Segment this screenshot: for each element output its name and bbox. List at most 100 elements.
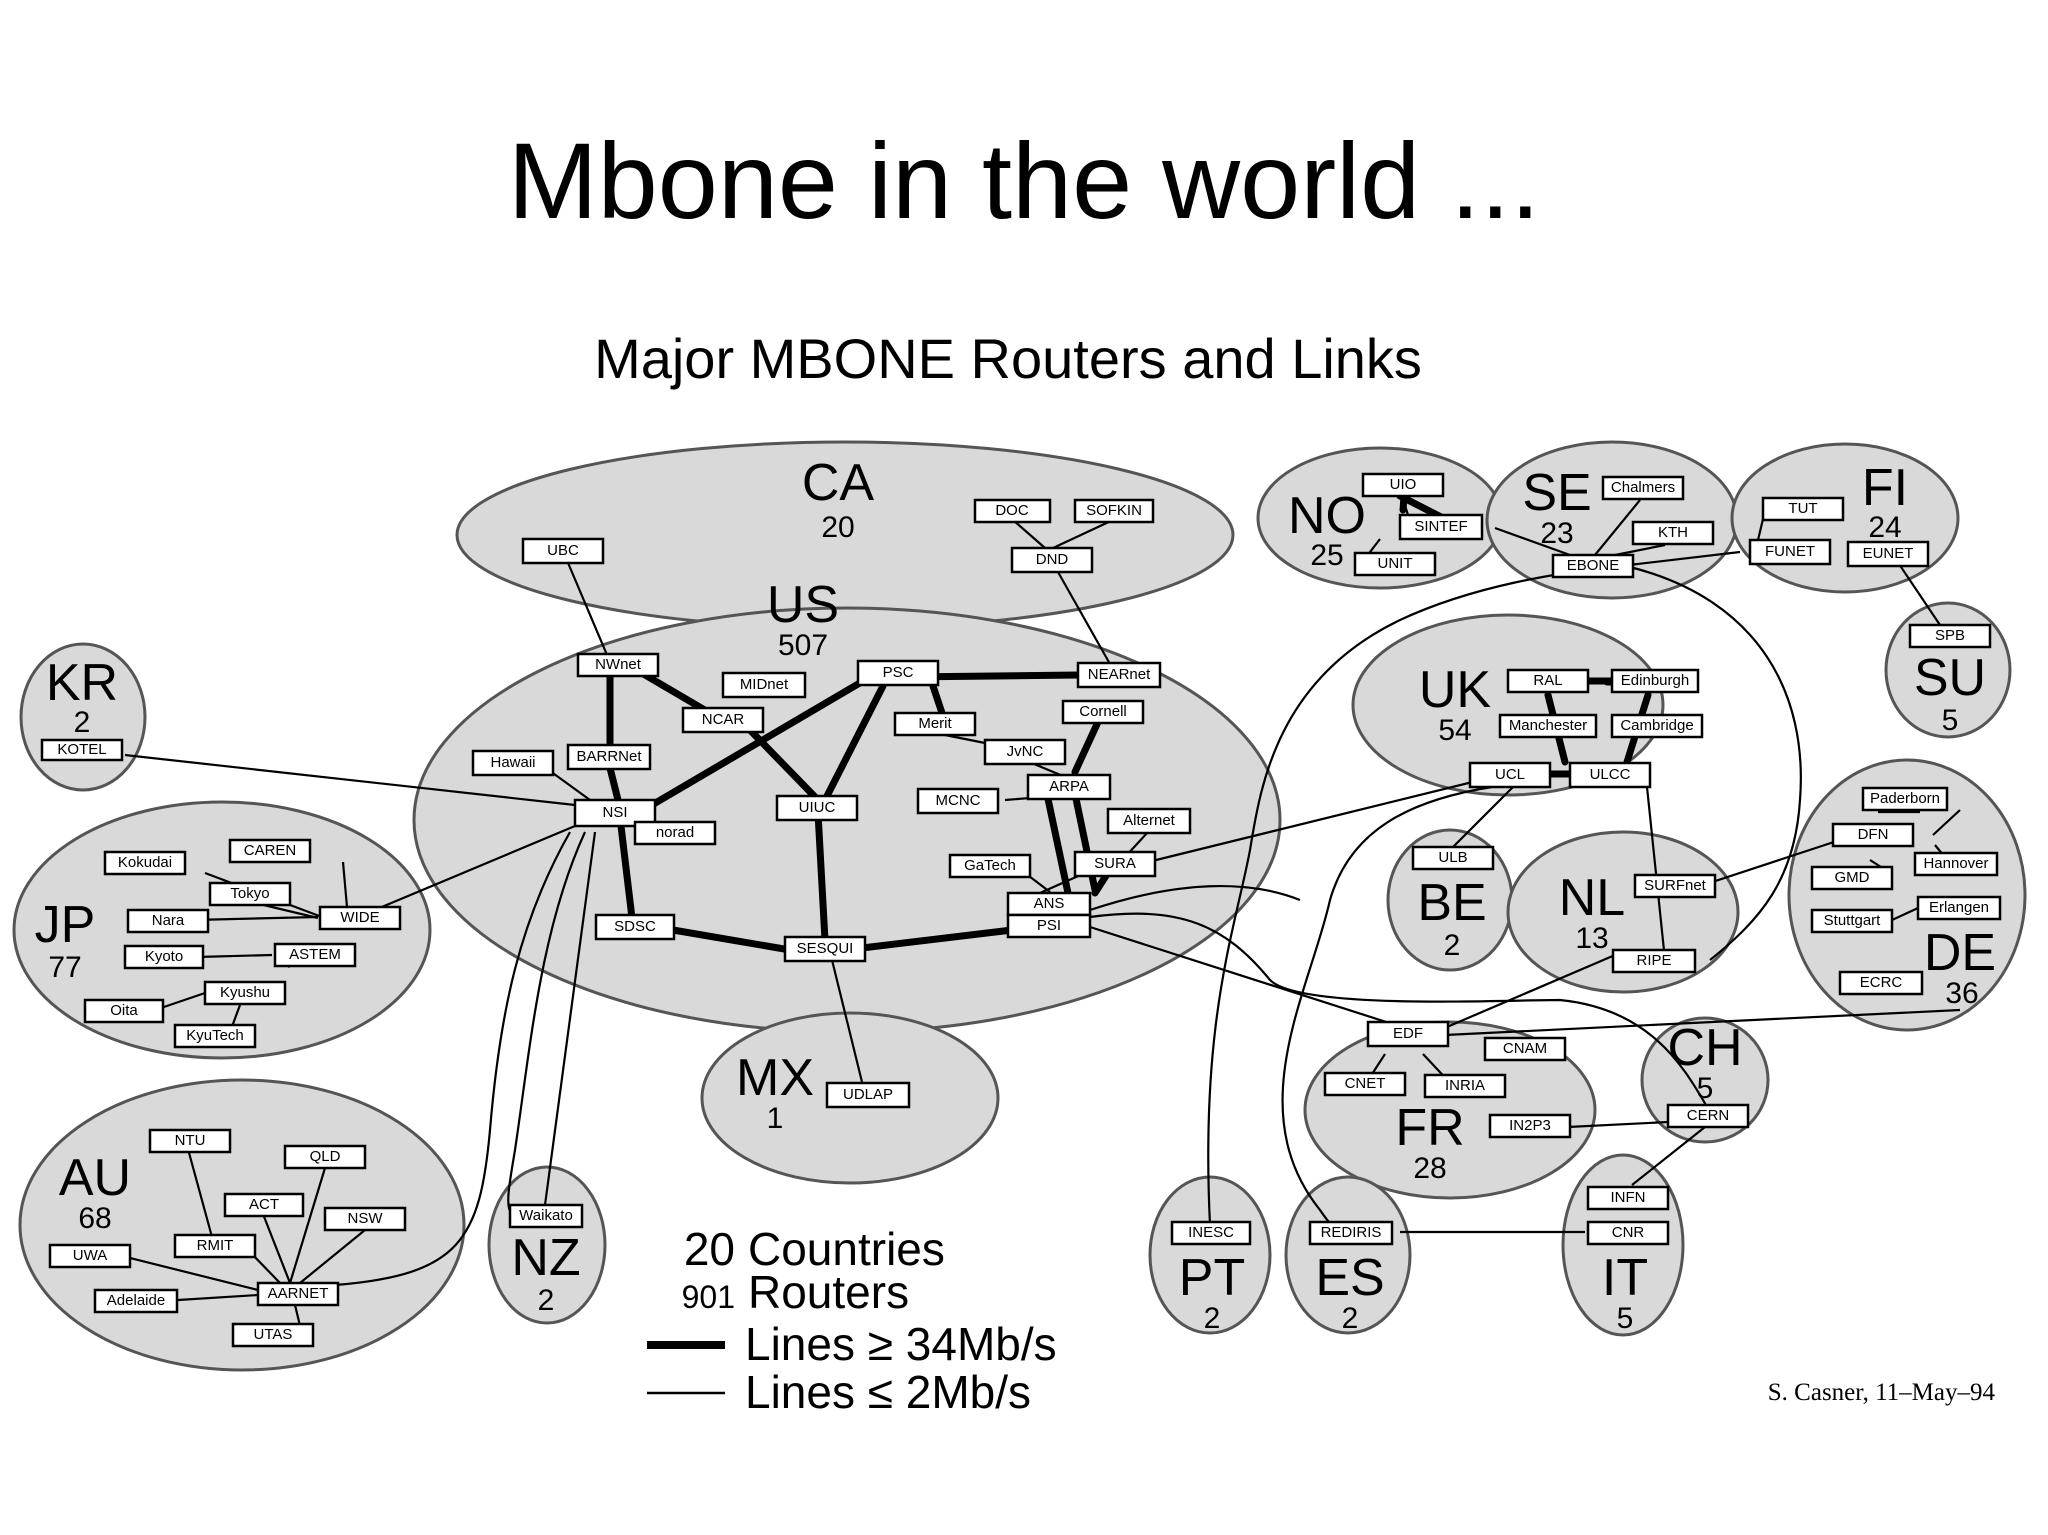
svg-text:ECRC: ECRC — [1860, 974, 1903, 991]
label-it-code: IT — [1602, 1249, 1648, 1307]
label-fi-count: 24 — [1868, 511, 1901, 544]
routers: UBC DOC SOFKIN DND NWnet MIDnet NCAR PSC… — [40, 472, 2002, 1348]
svg-text:Oita: Oita — [110, 1002, 138, 1019]
svg-text:Kokudai: Kokudai — [118, 854, 172, 871]
label-ca-count: 20 — [821, 511, 854, 544]
svg-text:RIPE: RIPE — [1636, 952, 1671, 969]
svg-text:EUNET: EUNET — [1863, 545, 1914, 562]
svg-text:KyuTech: KyuTech — [186, 1027, 244, 1044]
label-ca-code: CA — [802, 454, 875, 512]
router-infn: INFN — [1586, 1185, 1670, 1211]
svg-text:UNIT: UNIT — [1378, 555, 1413, 572]
svg-text:NTU: NTU — [175, 1132, 206, 1149]
svg-text:UWA: UWA — [73, 1247, 107, 1264]
router-sintef: SINTEF — [1398, 513, 1484, 541]
svg-text:NSI: NSI — [602, 804, 627, 821]
svg-text:Alternet: Alternet — [1123, 812, 1176, 829]
router-midnet: MIDnet — [721, 671, 807, 699]
label-us-code: US — [767, 576, 839, 634]
router-unit: UNIT — [1353, 551, 1437, 577]
svg-text:norad: norad — [656, 824, 694, 841]
svg-text:ANS: ANS — [1034, 895, 1065, 912]
label-se-count: 23 — [1540, 517, 1573, 550]
svg-text:SPB: SPB — [1935, 627, 1965, 644]
label-fr-count: 28 — [1413, 1152, 1446, 1185]
region-es — [1284, 1175, 1412, 1335]
svg-text:Merit: Merit — [918, 715, 952, 732]
router-ucl: UCL — [1468, 761, 1552, 789]
router-waikato: Waikato — [508, 1203, 584, 1229]
svg-text:KTH: KTH — [1658, 524, 1688, 541]
svg-text:CERN: CERN — [1687, 1107, 1730, 1124]
router-uwa: UWA — [48, 1243, 132, 1269]
slide-title: Mbone in the world ... — [507, 120, 1541, 241]
svg-text:MCNC: MCNC — [936, 792, 981, 809]
label-nl-count: 13 — [1575, 922, 1608, 955]
svg-text:NSW: NSW — [348, 1210, 384, 1227]
router-kth: KTH — [1631, 520, 1715, 546]
router-inesc: INESC — [1170, 1220, 1252, 1246]
router-ral: RAL — [1506, 668, 1590, 694]
label-pt-code: PT — [1179, 1249, 1245, 1307]
svg-text:CNR: CNR — [1612, 1224, 1645, 1241]
svg-text:INFN: INFN — [1611, 1189, 1646, 1206]
router-rmit: RMIT — [173, 1233, 257, 1259]
label-kr-code: KR — [46, 654, 118, 712]
router-manchester: Manchester — [1498, 713, 1598, 739]
router-ubc: UBC — [521, 537, 605, 565]
svg-text:UDLAP: UDLAP — [843, 1086, 893, 1103]
label-be-code: BE — [1417, 874, 1486, 932]
svg-text:Erlangen: Erlangen — [1929, 899, 1989, 916]
svg-text:CAREN: CAREN — [244, 842, 297, 859]
svg-text:CNET: CNET — [1345, 1075, 1386, 1092]
label-ch-code: CH — [1667, 1019, 1742, 1077]
router-gatech: GaTech — [948, 853, 1032, 879]
svg-text:Cornell: Cornell — [1079, 703, 1127, 720]
svg-text:CNAM: CNAM — [1503, 1040, 1547, 1057]
router-dfn: DFN — [1831, 822, 1915, 848]
svg-text:MIDnet: MIDnet — [740, 676, 789, 693]
router-arpa: ARPA — [1026, 773, 1112, 801]
svg-text:INRIA: INRIA — [1445, 1077, 1485, 1094]
region-labels: CA 20 US 507 KR 2 JP 77 AU 68 NZ 2 MX 1 … — [35, 454, 1996, 1335]
router-uiuc: UIUC — [775, 794, 859, 822]
svg-text:Chalmers: Chalmers — [1611, 479, 1675, 496]
svg-text:Adelaide: Adelaide — [107, 1292, 165, 1309]
svg-text:ULCC: ULCC — [1590, 766, 1631, 783]
svg-text:DOC: DOC — [995, 502, 1029, 519]
router-jvnc: JvNC — [983, 738, 1067, 766]
svg-text:SURA: SURA — [1094, 855, 1136, 872]
label-uk-code: UK — [1419, 661, 1492, 719]
legend-countries-label: Countries — [748, 1223, 945, 1275]
label-mx-code: MX — [736, 1049, 814, 1107]
router-cnam: CNAM — [1483, 1036, 1567, 1062]
label-no-count: 25 — [1310, 539, 1343, 572]
label-jp-code: JP — [35, 896, 96, 954]
router-in2p3: IN2P3 — [1488, 1113, 1572, 1139]
legend-routers-label: Routers — [748, 1266, 909, 1318]
label-de-code: DE — [1924, 924, 1996, 982]
svg-text:NWnet: NWnet — [595, 656, 642, 673]
router-dnd: DND — [1010, 546, 1094, 574]
svg-text:UBC: UBC — [547, 542, 579, 559]
svg-text:Edinburgh: Edinburgh — [1621, 672, 1689, 689]
svg-text:JvNC: JvNC — [1007, 743, 1044, 760]
legend-countries-num: 20 — [684, 1223, 735, 1275]
svg-text:UIO: UIO — [1390, 476, 1417, 493]
label-se-code: SE — [1522, 464, 1591, 522]
router-astem: ASTEM — [273, 942, 357, 968]
router-barrnet: BARRNet — [566, 743, 652, 771]
label-nl-code: NL — [1559, 869, 1625, 927]
svg-text:EDF: EDF — [1393, 1025, 1423, 1042]
svg-text:FUNET: FUNET — [1765, 543, 1815, 560]
label-nz-code: NZ — [511, 1229, 580, 1287]
svg-text:NCAR: NCAR — [702, 711, 745, 728]
label-uk-count: 54 — [1438, 714, 1471, 747]
svg-text:UTAS: UTAS — [254, 1326, 293, 1343]
router-gmd: GMD — [1810, 865, 1894, 891]
router-cambridge: Cambridge — [1610, 713, 1704, 739]
svg-text:Stuttgart: Stuttgart — [1824, 912, 1882, 929]
router-ebone: EBONE — [1551, 553, 1635, 579]
router-uio: UIO — [1361, 472, 1445, 498]
router-ulb: ULB — [1411, 845, 1495, 871]
